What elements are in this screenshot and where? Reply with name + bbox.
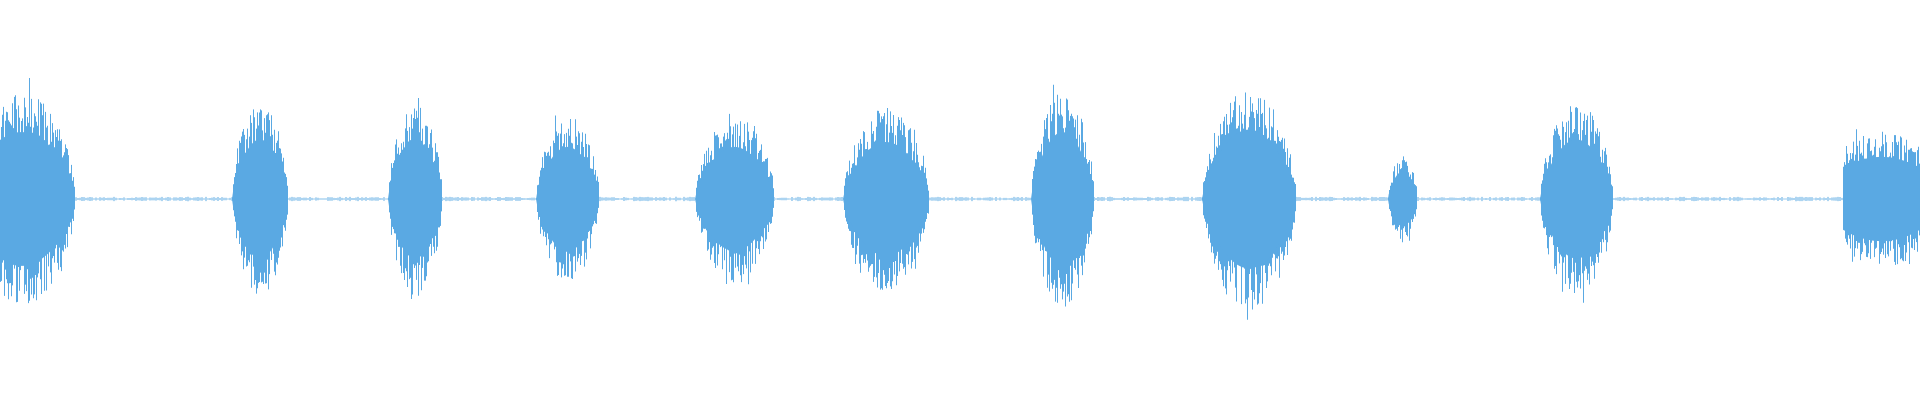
waveform-burst-core-9: [1388, 171, 1417, 227]
waveform-burst-core-6: [843, 142, 929, 256]
waveform-burst-core-10: [1540, 139, 1613, 259]
waveform-burst-core-2: [232, 139, 288, 259]
waveform-burst-core-1: [0, 132, 75, 266]
waveform-burst-core-8: [1202, 129, 1296, 269]
waveform-burst-core-3: [388, 139, 442, 259]
waveform-burst-core-4: [536, 146, 599, 252]
waveform-burst-core-5: [695, 146, 774, 252]
waveform-burst-core-11: [1843, 156, 1920, 242]
waveform-burst-core-7: [1031, 132, 1094, 266]
